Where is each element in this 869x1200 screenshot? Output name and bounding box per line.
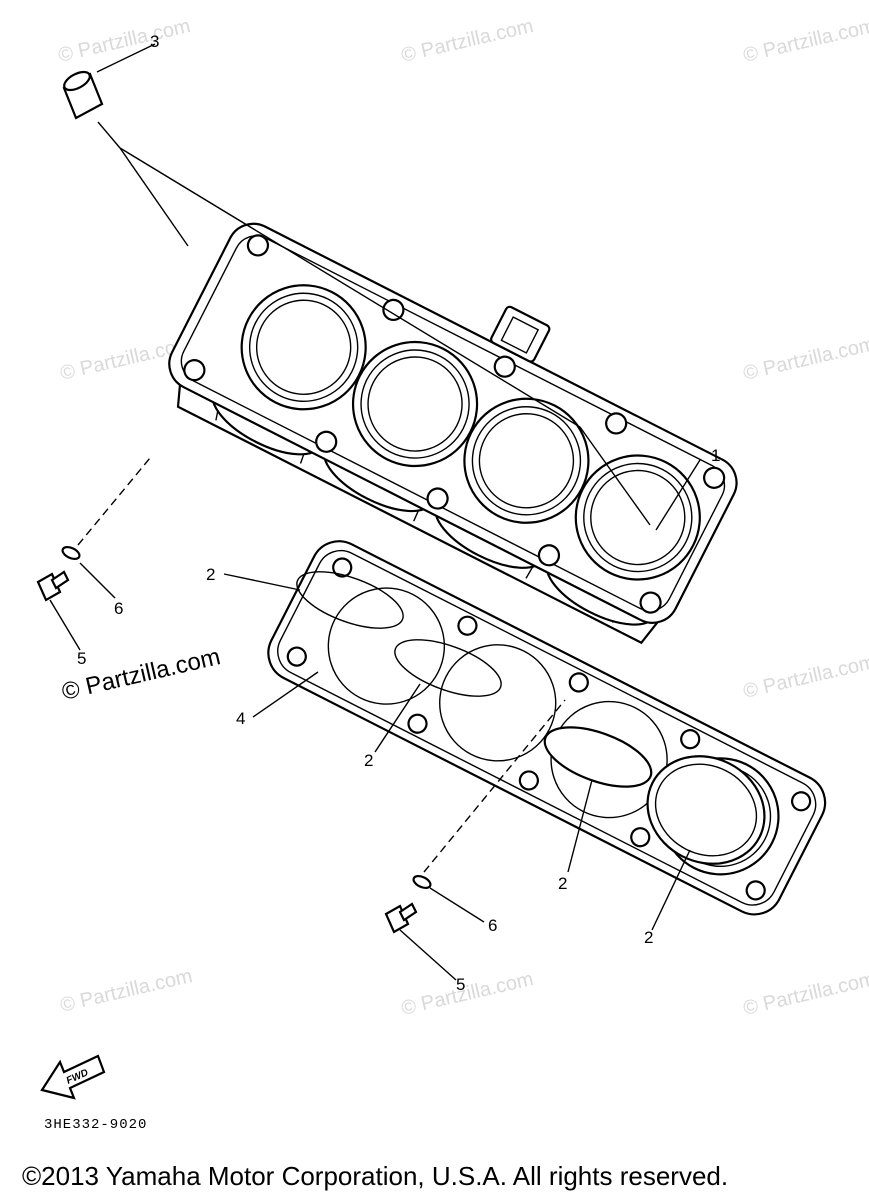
callout-1: 1 bbox=[711, 446, 720, 465]
callout-4: 4 bbox=[236, 709, 245, 728]
washer-right bbox=[412, 874, 432, 890]
diagram-code: 3HE332-9020 bbox=[44, 1117, 148, 1133]
bolt-left bbox=[36, 570, 70, 602]
callout-5: 5 bbox=[77, 649, 86, 668]
watermark: © Partzilla.com bbox=[58, 965, 194, 1017]
fwd-arrow-icon: FWD bbox=[40, 1054, 106, 1100]
dowel-pin bbox=[62, 70, 104, 120]
watermark: © Partzilla.com bbox=[399, 968, 535, 1020]
watermark: © Partzilla.com bbox=[741, 333, 869, 385]
callout-2: 2 bbox=[558, 874, 567, 893]
callout-6: 6 bbox=[488, 916, 497, 935]
callout-3: 3 bbox=[150, 32, 159, 51]
o-rings bbox=[296, 571, 766, 865]
cylinder-block bbox=[168, 222, 738, 645]
watermark: © Partzilla.com bbox=[741, 968, 869, 1020]
bolt-right bbox=[384, 902, 418, 934]
callout-6: 6 bbox=[114, 599, 123, 618]
watermark: © Partzilla.com bbox=[399, 15, 535, 67]
callout-labels: 3 1 2 6 5 4 2 2 6 2 5 bbox=[77, 32, 720, 994]
callout-2: 2 bbox=[206, 565, 215, 584]
watermark: © Partzilla.com bbox=[741, 15, 869, 67]
callout-5: 5 bbox=[456, 975, 465, 994]
leader-lines bbox=[49, 43, 701, 981]
copyright-notice: ©2013 Yamaha Motor Corporation, U.S.A. A… bbox=[22, 1161, 729, 1191]
washer-left bbox=[61, 545, 81, 561]
watermark: © Partzilla.com bbox=[741, 651, 869, 703]
callout-2: 2 bbox=[644, 928, 653, 947]
callout-2: 2 bbox=[364, 751, 373, 770]
